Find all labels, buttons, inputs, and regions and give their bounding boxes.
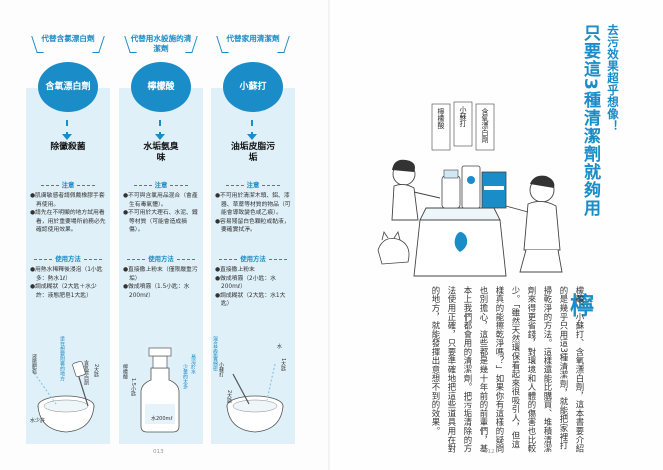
bowl-mix-illustration: 小蘇打 2大匙 水 1大匙 混合至緊實綿密 xyxy=(212,335,286,433)
column-oxygen-bleach: 代替含氯漂白劑 含氧漂白劑 除黴殺菌 注意 ●肌膚敏感者請佩戴橡膠手套再使用。 … xyxy=(26,34,110,444)
left-page: 代替含氯漂白劑 含氧漂白劑 除黴殺菌 注意 ●肌膚敏感者請佩戴橡膠手套再使用。 … xyxy=(0,0,331,470)
notes-heading: 注意 xyxy=(119,180,203,189)
usage-item: ●調成糊狀（2大匙：水1大匙） xyxy=(215,292,286,308)
arrow-down-icon xyxy=(159,120,165,138)
arrow-head-icon xyxy=(62,134,72,140)
notes-heading: 注意 xyxy=(26,180,110,189)
illus-label: 檸檬酸 xyxy=(122,363,128,380)
note-item: ●不可與含氯用品混合（會產生有毒氣體）。 xyxy=(123,193,198,208)
usage-heading: 使用方法 xyxy=(26,254,110,263)
usage-heading: 使用方法 xyxy=(211,254,295,263)
illus-label: 含氧漂白劑 xyxy=(83,359,89,386)
illus-label: 混合至緊實綿密 xyxy=(212,335,218,372)
illus-label: 2大匙 xyxy=(93,364,99,379)
note-item: ●不可用於清潔木頭、鋁、漆器、草蓆等材質的物品（可能會導致變色或乙痕）。 xyxy=(215,193,291,217)
illus-label: 1大匙 xyxy=(280,358,286,373)
illus-label: 液態肥皂 xyxy=(31,353,37,374)
notes-heading: 注意 xyxy=(211,180,295,189)
notes-list: ●肌膚敏感者請佩戴橡膠手套再使用。 ●請先在不明顯的地方試用看看，用於重要場所前… xyxy=(30,192,106,235)
page-number-left: 013 xyxy=(153,449,164,455)
column-tag-text: 代替用水設施的清潔劑 xyxy=(130,34,192,53)
effect-text: 水垢氨臭味 xyxy=(143,142,179,163)
notes-list: ●不可用於清潔木頭、鋁、漆器、草蓆等材質的物品（可能會導致變色或乙痕）。 ●容易… xyxy=(215,192,291,235)
usage-item: ●直接撒上粉末 xyxy=(215,267,255,273)
column-tag-text: 代替家用清潔劑 xyxy=(226,34,280,43)
arrow-head-icon xyxy=(247,134,257,140)
usage-item: ●做成噴霧（1.5小匙：水200mℓ） xyxy=(123,284,190,299)
illus-label: 水200mℓ xyxy=(151,415,172,422)
note-item: ●不可用於大理石、水泥、鐵等材質（可能會造成損傷）。 xyxy=(123,210,198,234)
bowl-paste-illustration: 水少許 含氧漂白劑 2大匙 液態肥皂 塗在想要附著的地方 xyxy=(30,335,99,433)
usage-list: ●用熱水稀釋後浸泡（1小匙多：熱水1ℓ） ●調成糊狀（2大匙＋水少許：液態肥皂1… xyxy=(30,266,106,300)
illus-label: 易溶於水 xyxy=(190,354,196,374)
illus-label: 水 xyxy=(277,343,282,350)
chapter-title: 只要這3種清潔劑就夠用 xyxy=(580,24,600,217)
usage-item: ●調成糊狀（2大匙＋水少許：液態肥皂1大匙） xyxy=(30,284,97,299)
illus-label: 少量的太多 xyxy=(182,364,188,390)
usage-item: ●做成噴霧（2小匙：水200mℓ） xyxy=(215,275,276,291)
effect-text: 油垢皮脂污垢 xyxy=(231,142,275,163)
usage-heading: 使用方法 xyxy=(119,254,203,263)
usage-list: ●直接撒上粉末（僅限嚴重污垢） ●做成噴霧（1.5小匙：水200mℓ） xyxy=(123,266,199,300)
usage-list: ●直接撒上粉末 ●做成噴霧（2小匙：水200mℓ） ●調成糊狀（2大匙：水1大匙… xyxy=(215,266,291,309)
note-item: ●容易殘留白色顆粒或黏液，要確實拭淨。 xyxy=(215,218,290,234)
column-citric-acid: 代替用水設施的清潔劑 檸檬酸 水垢氨臭味 注意 ●不可與含氯用品混合（會產生有毒… xyxy=(119,34,203,444)
family-cleaning-illustration: 檸檬酸 小蘇打 含氧漂白劑 xyxy=(377,101,563,277)
column-baking-soda: 代替家用清潔劑 小蘇打 油垢皮脂污垢 注意 ●不可用於清潔木頭、鋁、漆器、草蓆等… xyxy=(211,34,295,444)
note-item: ●請先在不明顯的地方試用看看，用於重要場所前務必先確認使用效果。 xyxy=(30,210,106,234)
body-text: 檬酸、小蘇打、含氧漂白劑，這本書要介紹的是幾乎只用這3種清潔劑，就能把家裡打掃乾… xyxy=(431,286,585,454)
page-number-right: 012 xyxy=(484,449,495,455)
illus-label: 1.5小匙 xyxy=(130,378,136,397)
column-tag-text: 代替含氯漂白劑 xyxy=(41,34,95,43)
illus-label: 2大匙 xyxy=(226,390,232,405)
cleaner-badge: 檸檬酸 xyxy=(131,62,191,112)
spray-bottle-illustration: 水200mℓ 檸檬酸 1.5小匙 易溶於水 少量的太多 xyxy=(122,347,196,433)
effect-text: 除黴殺菌 xyxy=(50,142,86,152)
cleaner-badge: 含氧漂白劑 xyxy=(38,62,98,112)
arrow-head-icon xyxy=(155,134,165,140)
illus-label: 水少許 xyxy=(30,417,45,424)
column-panel xyxy=(26,88,110,444)
cleaner-badge: 小蘇打 xyxy=(223,62,283,112)
drop-cap: 檸 xyxy=(570,292,594,320)
arrow-down-icon xyxy=(251,120,257,138)
illus-label: 塗在想要附著的地方 xyxy=(59,335,65,382)
bottle-label: 小蘇打 xyxy=(459,105,467,127)
bottle-label: 檸檬酸 xyxy=(437,107,445,130)
notes-list: ●不可與含氯用品混合（會產生有毒氣體）。 ●不可用於大理石、水泥、鐵等材質（可能… xyxy=(123,192,199,235)
usage-item: ●用熱水稀釋後浸泡（1小匙多：熱水1ℓ） xyxy=(30,267,103,282)
column-tag: 代替用水設施的清潔劑 xyxy=(124,34,198,54)
note-item: ●肌膚敏感者請佩戴橡膠手套再使用。 xyxy=(30,193,105,208)
column-tag: 代替含氯漂白劑 xyxy=(31,34,105,53)
column-tag: 代替家用清潔劑 xyxy=(216,34,290,53)
chapter-subtitle: 去污效果超乎想像！ xyxy=(606,24,620,132)
usage-item: ●直接撒上粉末（僅限嚴重污垢） xyxy=(123,267,198,282)
illus-label: 小蘇打 xyxy=(218,361,224,377)
bottle-label: 含氧漂白劑 xyxy=(481,107,489,144)
arrow-down-icon xyxy=(66,120,72,138)
column-panel xyxy=(211,88,295,444)
